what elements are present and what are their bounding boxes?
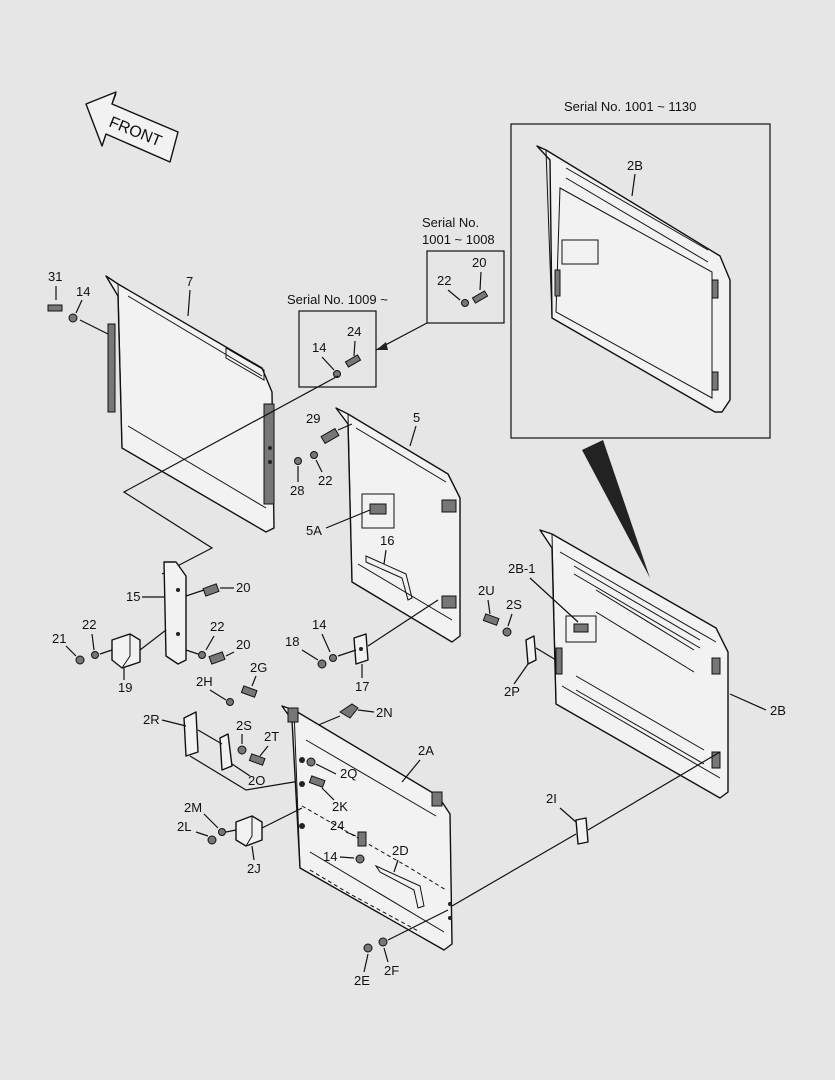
part-28: 28 <box>290 483 304 498</box>
part-2A: 2A <box>418 743 434 758</box>
bracket-2P <box>525 635 537 665</box>
part-2E: 2E <box>354 973 370 988</box>
box-serial-1009: Serial No. 1009 ~ 24 14 <box>287 292 388 388</box>
part-2B: 2B <box>770 703 786 718</box>
part-2B-1: 2B-1 <box>508 561 535 576</box>
part-2R: 2R <box>143 712 160 727</box>
part-20a: 20 <box>472 255 486 270</box>
bracket-2O <box>219 733 233 771</box>
inset-louvers <box>565 167 709 263</box>
part-2S-b: 2S <box>236 718 252 733</box>
inset-pointer <box>582 440 650 578</box>
part-14d: 14 <box>323 849 337 864</box>
part-2P: 2P <box>504 684 520 699</box>
part-22d: 22 <box>210 619 224 634</box>
part-14b: 14 <box>312 340 326 355</box>
front-arrow: FRONT <box>85 91 179 163</box>
serial-label-2: 1001 ~ 1008 <box>422 232 495 247</box>
part-7: 7 <box>186 274 193 289</box>
part-2J: 2J <box>247 861 261 876</box>
part-2D: 2D <box>392 843 409 858</box>
inset-serial-label: Serial No. 1001 ~ 1130 <box>564 99 696 114</box>
part-31: 31 <box>48 269 62 284</box>
part-2G: 2G <box>250 660 267 675</box>
part-2K: 2K <box>332 799 348 814</box>
bracket-19 <box>111 633 141 669</box>
bracket-2J <box>235 815 263 847</box>
louvers-bottom <box>575 675 705 765</box>
part-17: 17 <box>355 679 369 694</box>
part-20b: 20 <box>236 580 250 595</box>
part-24b: 24 <box>330 818 344 833</box>
part-5: 5 <box>413 410 420 425</box>
part-18: 18 <box>285 634 299 649</box>
part-19: 19 <box>118 680 132 695</box>
part-2O: 2O <box>248 773 265 788</box>
part-24a: 24 <box>347 324 361 339</box>
part-5A: 5A <box>306 523 322 538</box>
part-21: 21 <box>52 631 66 646</box>
box-serial-1001-1008: Serial No. 1001 ~ 1008 20 22 <box>375 215 505 351</box>
part-20c: 20 <box>236 637 250 652</box>
part-2T: 2T <box>264 729 279 744</box>
part-16: 16 <box>380 533 394 548</box>
part-2M: 2M <box>184 800 202 815</box>
panel-2A <box>281 705 453 951</box>
part-14c: 14 <box>312 617 326 632</box>
serial-label-1: Serial No. <box>422 215 479 230</box>
panel-5: 5 <box>335 407 461 643</box>
part-2B-inset: 2B <box>627 158 643 173</box>
part-29: 29 <box>306 411 320 426</box>
inset-serial-1001-1130: Serial No. 1001 ~ 1130 2B <box>510 99 771 439</box>
serial-label-mid: Serial No. 1009 ~ <box>287 292 388 307</box>
panel-2B <box>539 529 729 799</box>
bracket-2R <box>183 711 199 757</box>
part-22a: 22 <box>437 273 451 288</box>
part-14a: 14 <box>76 284 90 299</box>
part-2F: 2F <box>384 963 399 978</box>
part-2Q: 2Q <box>340 766 357 781</box>
bracket-17 <box>353 633 369 665</box>
bracket-15 <box>163 561 187 665</box>
louvers-top <box>573 565 701 649</box>
panel-7: 7 <box>105 274 275 533</box>
part-2I: 2I <box>546 791 557 806</box>
louvers-mid <box>595 589 695 673</box>
part-2S-a: 2S <box>506 597 522 612</box>
part-22b: 22 <box>318 473 332 488</box>
part-2U: 2U <box>478 583 495 598</box>
part-2H: 2H <box>196 674 213 689</box>
part-15: 15 <box>126 589 140 604</box>
part-2L: 2L <box>177 819 191 834</box>
part-22c: 22 <box>82 617 96 632</box>
bracket-2I <box>575 817 589 845</box>
part-2N: 2N <box>376 705 393 720</box>
